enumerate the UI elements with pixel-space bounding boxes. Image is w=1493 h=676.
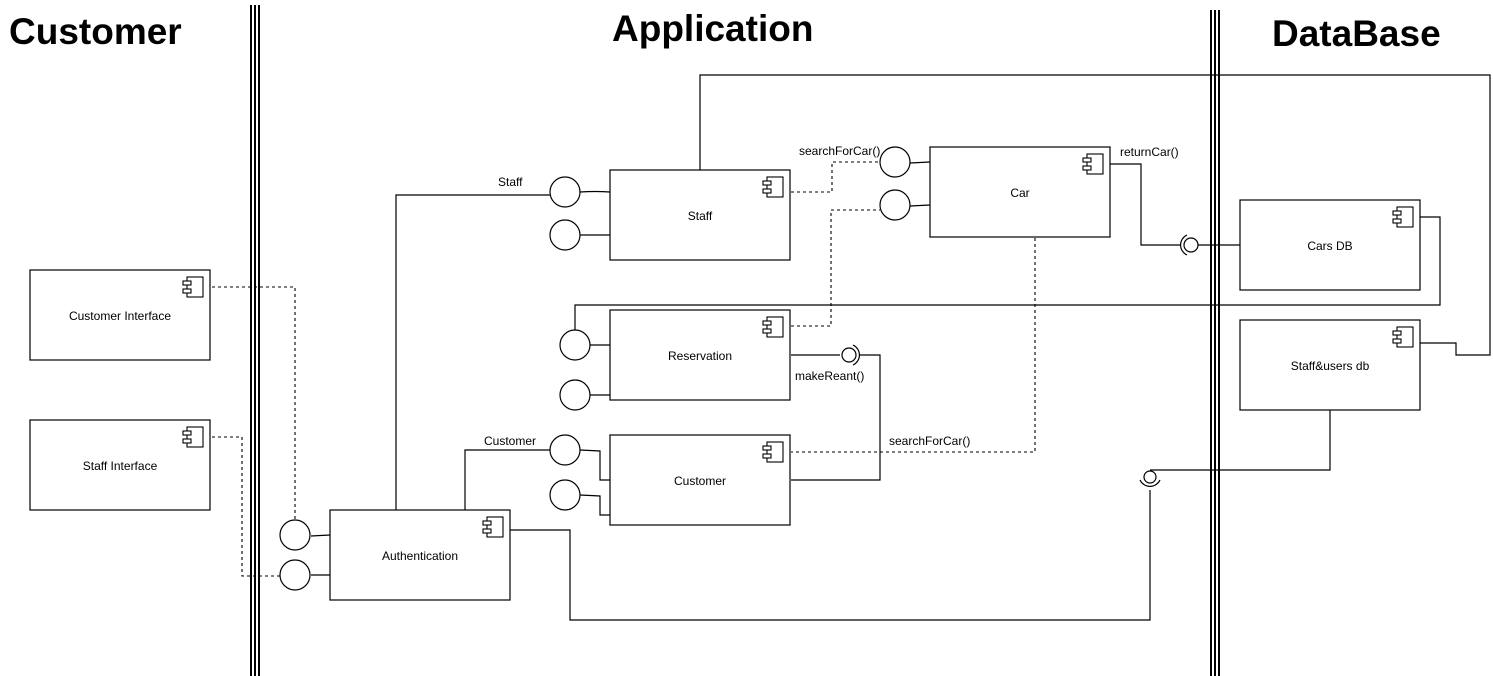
provided-interface-port bbox=[549, 434, 581, 466]
edge-label-make-rent: makeReant() bbox=[795, 369, 864, 383]
connector-staff-interface-auth bbox=[206, 436, 280, 577]
component-label: Staff bbox=[688, 209, 713, 223]
component-label: Reservation bbox=[668, 349, 732, 363]
edge-label-search-for-car-bottom: searchForCar() bbox=[889, 434, 970, 448]
connector-staffdb-socket bbox=[1150, 410, 1331, 471]
component-authentication[interactable]: Authentication bbox=[329, 509, 511, 601]
connector-staff-port-1 bbox=[579, 190, 611, 193]
provided-interface-port bbox=[549, 479, 581, 511]
component-label: Authentication bbox=[382, 549, 458, 563]
edge-label-return-car: returnCar() bbox=[1120, 145, 1179, 159]
connector-auth-port-1 bbox=[310, 534, 331, 537]
component-label: Cars DB bbox=[1307, 239, 1352, 253]
lane-title-application: Application bbox=[612, 8, 813, 49]
ball-socket-connector-cars bbox=[1179, 234, 1199, 256]
component-label: Car bbox=[1010, 186, 1029, 200]
connector-customer-car bbox=[791, 238, 1036, 453]
edge-label-customer: Customer bbox=[484, 434, 536, 448]
provided-interface-port bbox=[559, 379, 591, 411]
connector-customer-reservation bbox=[791, 354, 881, 481]
provided-interface-port bbox=[549, 176, 581, 208]
edge-label-staff: Staff bbox=[498, 175, 523, 189]
component-staff-interface[interactable]: Staff Interface bbox=[29, 419, 211, 511]
provided-interface-port bbox=[549, 219, 581, 251]
connector-car-port-1 bbox=[909, 161, 931, 164]
component-staff-users-db[interactable]: Staff&users db bbox=[1239, 319, 1421, 411]
provided-interface-port bbox=[559, 329, 591, 361]
ball-socket-connector-reservation bbox=[841, 344, 861, 366]
edge-label-search-for-car-top: searchForCar() bbox=[799, 144, 880, 158]
connector-staff-car bbox=[791, 161, 880, 193]
connector-customer-port-2 bbox=[579, 494, 610, 516]
lane-separator-left bbox=[250, 5, 260, 676]
connector-auth-staffdb bbox=[510, 490, 1151, 621]
provided-interface-port bbox=[279, 519, 311, 551]
component-label: Customer Interface bbox=[69, 309, 171, 323]
component-car[interactable]: Car bbox=[929, 146, 1111, 238]
connector-customer-port-1 bbox=[579, 449, 610, 481]
provided-interface-port bbox=[279, 559, 311, 591]
connector-staff-staffdb bbox=[699, 74, 1491, 356]
component-staff[interactable]: Staff bbox=[609, 169, 791, 261]
component-label: Staff Interface bbox=[83, 459, 158, 473]
component-customer[interactable]: Customer bbox=[609, 434, 791, 526]
connector-car-port-2 bbox=[909, 204, 931, 207]
ball-socket-connector-staffdb bbox=[1139, 470, 1161, 488]
connector-car-carsdb bbox=[1104, 163, 1180, 246]
component-label: Customer bbox=[674, 474, 726, 488]
component-customer-interface[interactable]: Customer Interface bbox=[29, 269, 211, 361]
lane-title-customer: Customer bbox=[9, 11, 182, 52]
connector-carsdb-reservation bbox=[574, 216, 1441, 330]
provided-interface-port bbox=[879, 189, 911, 221]
lane-title-database: DataBase bbox=[1272, 13, 1441, 54]
connector-auth-customer bbox=[464, 449, 550, 510]
connector-auth-staff bbox=[395, 194, 550, 510]
lane-separator-right bbox=[1210, 10, 1220, 676]
component-reservation[interactable]: Reservation bbox=[609, 309, 791, 401]
component-label: Staff&users db bbox=[1291, 359, 1370, 373]
component-cars-db[interactable]: Cars DB bbox=[1239, 199, 1421, 291]
connector-reservation-car bbox=[791, 209, 880, 327]
provided-interface-port bbox=[879, 146, 911, 178]
